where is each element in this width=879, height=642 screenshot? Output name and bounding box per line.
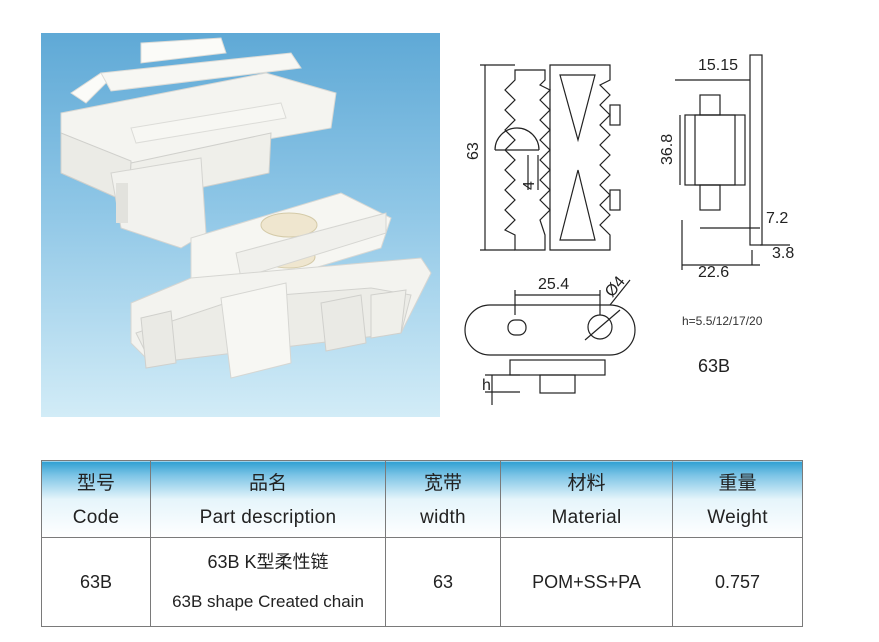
model-label: 63B <box>698 356 730 376</box>
header-code-cn: 型号 <box>76 473 115 494</box>
header-part-description: 品名 Part description <box>150 460 386 538</box>
dim-63: 63 <box>465 142 482 160</box>
dim-hole-d4: Ø4 <box>602 273 629 300</box>
header-code: 型号 Code <box>41 460 151 538</box>
header-weight-cn: 重量 <box>718 473 757 494</box>
bottom-view-outline <box>464 304 636 356</box>
lower-chain-link <box>130 192 432 379</box>
header-code-en: Code <box>72 507 120 528</box>
cell-width: 63 <box>385 537 501 627</box>
dim-4: 4 <box>521 181 538 190</box>
dimension-drawing: 63 4 15.15 36.8 7.2 3.8 22.6 25.4 Ø4 h h… <box>464 54 794 405</box>
spec-table: 型号 Code 品名 Part description 宽带 width 材料 Mate… <box>41 460 803 627</box>
dim-22-6: 22.6 <box>698 264 729 281</box>
cell-desc-cn: 63B K型柔性链 <box>207 552 329 572</box>
cell-material: POM+SS+PA <box>500 537 673 627</box>
side-view-body <box>684 114 746 186</box>
header-desc-en: Part description <box>199 507 337 528</box>
top-view-outline <box>503 69 552 251</box>
chain-links-illustration <box>60 37 432 379</box>
header-weight-en: Weight <box>707 507 768 528</box>
technical-drawing: 63 4 15.15 36.8 7.2 3.8 22.6 25.4 Ø4 h h… <box>460 40 860 420</box>
header-material: 材料 Material <box>500 460 673 538</box>
header-width: 宽带 width <box>385 460 501 538</box>
cell-code: 63B <box>41 537 151 627</box>
dim-25-4: 25.4 <box>538 276 569 293</box>
product-photo <box>41 33 440 417</box>
dim-3-8: 3.8 <box>772 245 794 262</box>
header-material-cn: 材料 <box>567 473 606 494</box>
header-width-cn: 宽带 <box>423 473 462 494</box>
dim-7-2: 7.2 <box>766 210 788 227</box>
cell-weight: 0.757 <box>672 537 803 627</box>
cell-part-description: 63B K型柔性链 63B shape Created chain <box>150 537 386 627</box>
dim-h: h <box>482 377 491 394</box>
header-width-en: width <box>420 507 466 528</box>
header-material-en: Material <box>551 507 622 528</box>
upper-chain-link <box>60 37 337 249</box>
cell-desc-en: 63B shape Created chain <box>172 592 364 611</box>
h-note: h=5.5/12/17/20 <box>682 314 763 328</box>
header-weight: 重量 Weight <box>672 460 803 538</box>
dim-36-8: 36.8 <box>659 134 676 165</box>
dim-15-15: 15.15 <box>698 57 738 74</box>
header-desc-cn: 品名 <box>248 473 287 494</box>
table-header-row: 型号 Code 品名 Part description 宽带 width 材料 Mate… <box>41 460 803 538</box>
